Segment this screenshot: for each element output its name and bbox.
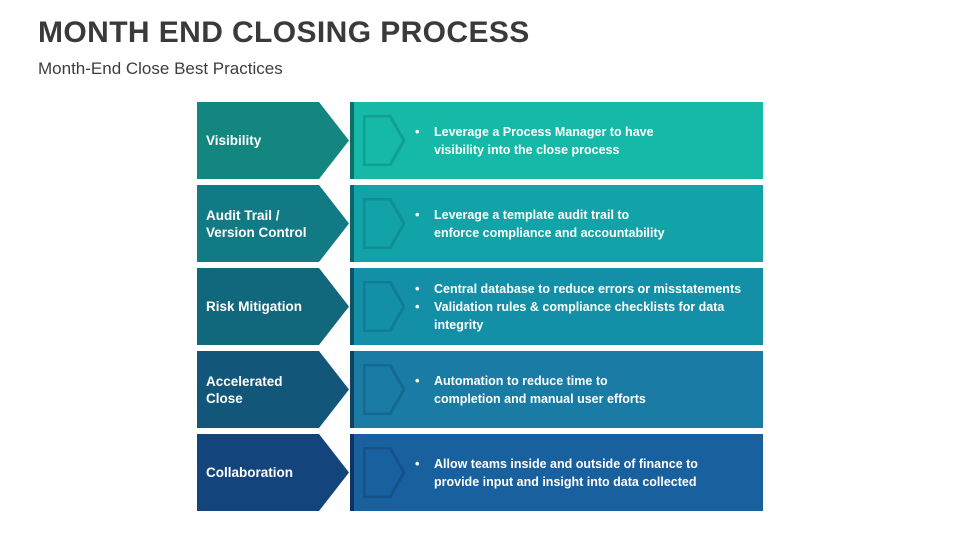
- bullet-item: • Automation to reduce time to completion…: [415, 372, 759, 408]
- row-label-text: Audit Trail / Version Control: [206, 207, 307, 240]
- row-divider: [350, 102, 354, 179]
- bullet-item: • Leverage a Process Manager to have visi…: [415, 123, 759, 159]
- bullet-item: • Validation rules & compliance checklist…: [415, 298, 759, 334]
- bullet-text: Allow teams inside and outside of financ…: [434, 456, 698, 489]
- process-row: Collaboration • Allow teams inside and out…: [0, 434, 960, 511]
- bullet-item: • Central database to reduce errors or mi…: [415, 280, 759, 298]
- chevron-right-icon: [363, 281, 405, 332]
- row-label-chevron[interactable]: Visibility: [197, 102, 349, 179]
- bullet-dot-icon: •: [415, 206, 420, 222]
- row-label-text: Accelerated Close: [206, 373, 283, 406]
- page-subtitle: Month-End Close Best Practices: [38, 59, 283, 78]
- row-label-chevron[interactable]: Collaboration: [197, 434, 349, 511]
- bullet-text: Validation rules & compliance checklists…: [434, 299, 725, 332]
- process-row: Audit Trail / Version Control • Leverage a…: [0, 185, 960, 262]
- row-label-text: Visibility: [206, 133, 262, 148]
- process-rows-list: Visibility • Leverage a Process Manager to…: [0, 102, 960, 517]
- row-body-panel: • Automation to reduce time to completion…: [352, 351, 763, 428]
- row-label-chevron[interactable]: Risk Mitigation: [197, 268, 349, 345]
- row-body-panel: • Allow teams inside and outside of finan…: [352, 434, 763, 511]
- row-label-text: Risk Mitigation: [206, 299, 303, 314]
- bullet-text: Leverage a Process Manager to have visib…: [434, 124, 654, 157]
- row-bullet-list: • Leverage a Process Manager to have visi…: [415, 102, 759, 179]
- row-body-panel: • Leverage a template audit trail to enfo…: [352, 185, 763, 262]
- row-label-text: Collaboration: [206, 465, 293, 480]
- row-body-panel: • Central database to reduce errors or mi…: [352, 268, 763, 345]
- chevron-right-icon: [363, 198, 405, 249]
- row-bullet-list: • Leverage a template audit trail to enfo…: [415, 185, 759, 262]
- bullet-text: Central database to reduce errors or mis…: [434, 281, 742, 296]
- process-row: Visibility • Leverage a Process Manager to…: [0, 102, 960, 179]
- chevron-right-icon: [363, 364, 405, 415]
- bullet-dot-icon: •: [415, 455, 420, 471]
- row-bullet-list: • Allow teams inside and outside of finan…: [415, 434, 759, 511]
- bullet-text: Automation to reduce time to completion …: [434, 373, 646, 406]
- row-bullet-list: • Central database to reduce errors or mi…: [415, 268, 759, 345]
- bullet-dot-icon: •: [415, 372, 420, 388]
- page-title: MONTH END CLOSING PROCESS: [38, 16, 530, 49]
- chevron-right-icon: [363, 115, 405, 166]
- row-label-chevron[interactable]: Audit Trail / Version Control: [197, 185, 349, 262]
- row-body-panel: • Leverage a Process Manager to have visi…: [352, 102, 763, 179]
- bullet-text: Leverage a template audit trail to enfor…: [434, 207, 665, 240]
- process-row: Accelerated Close • Automation to reduce t…: [0, 351, 960, 428]
- row-bullet-list: • Automation to reduce time to completion…: [415, 351, 759, 428]
- bullet-dot-icon: •: [415, 123, 420, 139]
- row-divider: [350, 351, 354, 428]
- bullet-item: • Leverage a template audit trail to enfo…: [415, 206, 759, 242]
- bullet-dot-icon: •: [415, 280, 420, 296]
- chevron-right-icon: [363, 447, 405, 498]
- bullet-dot-icon: •: [415, 298, 420, 314]
- slide-header: MONTH END CLOSING PROCESS Month-End Clos…: [38, 16, 918, 80]
- row-divider: [350, 434, 354, 511]
- process-row: Risk Mitigation • Central database to redu…: [0, 268, 960, 345]
- row-label-chevron[interactable]: Accelerated Close: [197, 351, 349, 428]
- bullet-item: • Allow teams inside and outside of finan…: [415, 455, 759, 491]
- row-divider: [350, 268, 354, 345]
- row-divider: [350, 185, 354, 262]
